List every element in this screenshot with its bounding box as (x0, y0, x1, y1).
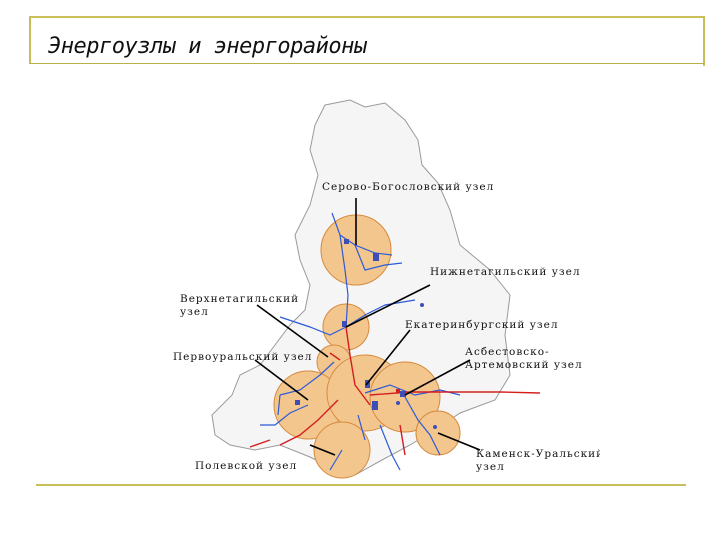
label-pervo: Первоуральский узел (173, 351, 312, 363)
label-polev: Полевской узел (195, 460, 297, 472)
label-asbest-1: Асбестовско- (465, 346, 550, 358)
label-kamensk-1: Каменск-Уральский (476, 448, 600, 460)
red-lines (249, 326, 541, 456)
pointer-lines (254, 198, 481, 456)
page-title: Энергоузлы и энергорайоны (48, 34, 367, 59)
label-vtagil-1: Верхнетагильский (180, 293, 299, 305)
label-ekb: Екатеринбургский узел (405, 319, 559, 331)
frame-right-line (703, 16, 705, 66)
frame-top-line (29, 16, 705, 18)
title-underline (29, 63, 705, 64)
label-ntagil: Нижнетагильский узел (430, 266, 581, 278)
label-asbest-2: Артемовский узел (465, 359, 583, 371)
bottom-divider (36, 484, 686, 486)
red-node (396, 389, 400, 393)
frame-left-line (29, 16, 31, 64)
label-kamensk-2: узел (476, 461, 505, 473)
energy-map: Серово-Богословский узел Нижнетагильский… (173, 99, 600, 479)
label-vtagil-2: узел (180, 306, 209, 318)
label-serov: Серово-Богословский узел (322, 181, 494, 193)
